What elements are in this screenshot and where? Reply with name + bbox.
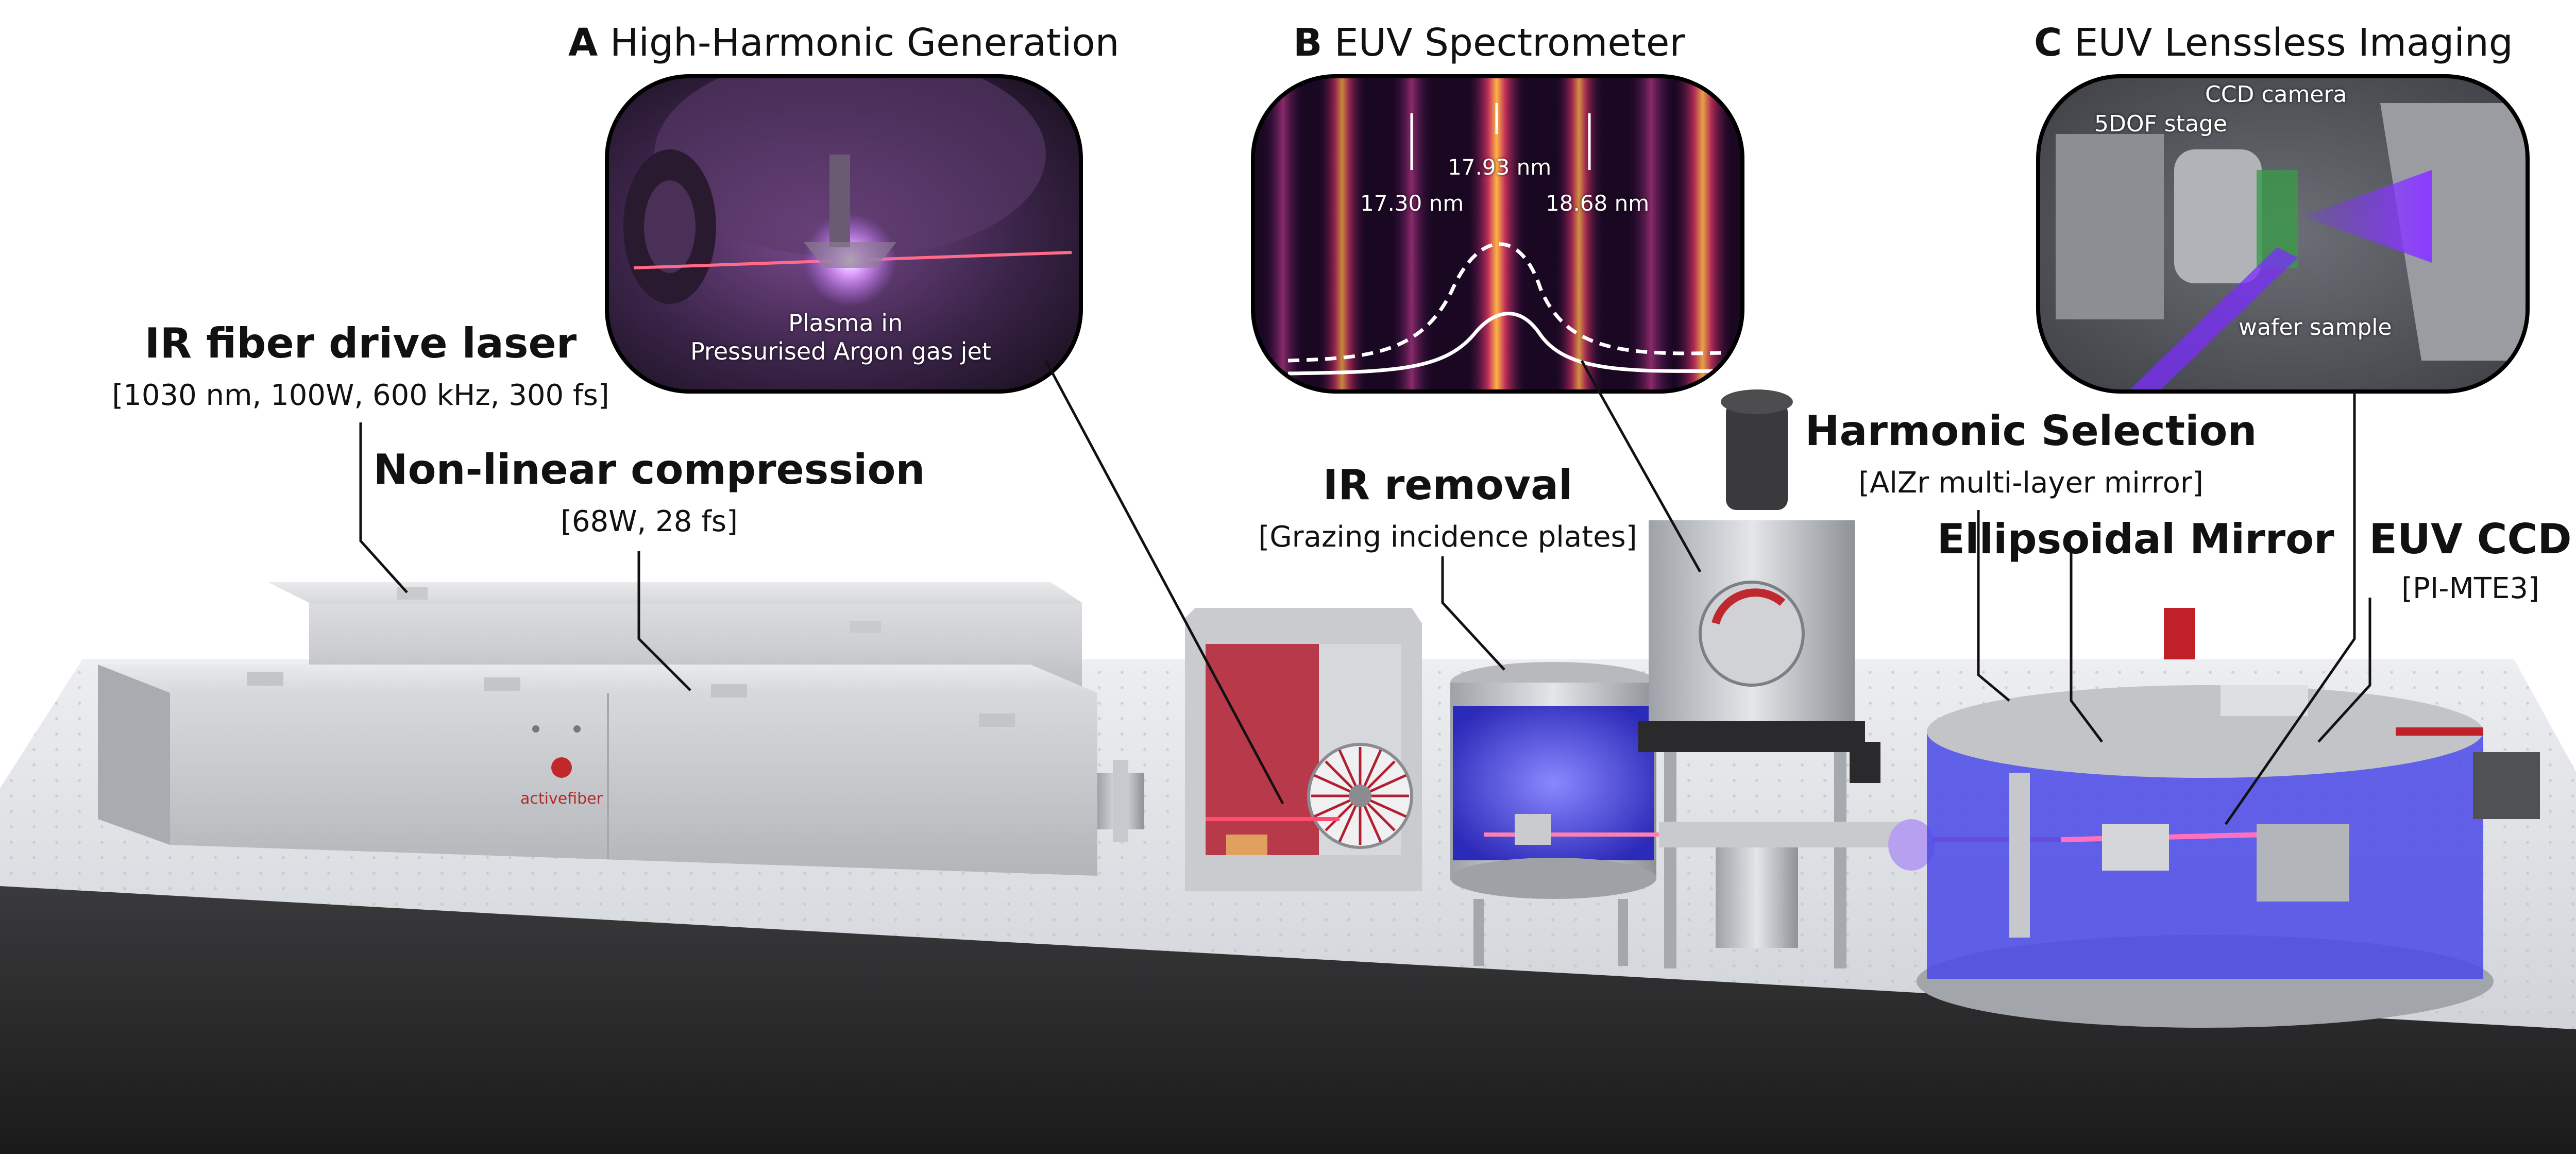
euv-ccd-specs: [PI-MTE3] xyxy=(2401,572,2539,605)
panel-b-title: B EUV Spectrometer xyxy=(1293,21,1685,65)
wavelength-center: 17.93 nm xyxy=(1448,155,1552,180)
panel-a-title: A High-Harmonic Generation xyxy=(568,21,1120,65)
compression-title: Non-linear compression xyxy=(373,446,925,494)
euv-ccd-title: EUV CCD xyxy=(2369,515,2572,563)
inset-imaging xyxy=(2036,74,2530,394)
inset-a-line2: Pressurised Argon gas jet xyxy=(690,337,991,365)
ir-removal-specs: [Grazing incidence plates] xyxy=(1258,520,1637,554)
inset-hhg xyxy=(605,74,1083,394)
inset-a-line1: Plasma in xyxy=(788,309,903,337)
ir-removal-chamber xyxy=(1450,662,1659,966)
leader-lines xyxy=(359,360,2371,825)
wavelength-right: 18.68 nm xyxy=(1546,191,1650,216)
compression-box: activefiber xyxy=(98,665,1097,876)
wafer-sample-label: wafer sample xyxy=(2239,314,2392,341)
activefiber-logo: activefiber xyxy=(520,790,603,808)
ellipsoidal-mirror-title: Ellipsoidal Mirror xyxy=(1937,515,2334,563)
harmonic-selection-title: Harmonic Selection xyxy=(1805,407,2257,455)
spectrometer-assembly xyxy=(1638,389,1880,968)
ir-laser-title: IR fiber drive laser xyxy=(144,319,577,367)
harmonic-selection-specs: [AlZr multi-layer mirror] xyxy=(1858,466,2204,500)
beam-coupler xyxy=(1097,760,1144,842)
stage-label: 5DOF stage xyxy=(2094,111,2227,137)
compression-specs: [68W, 28 fs] xyxy=(561,505,738,538)
ccd-camera-label: CCD camera xyxy=(2205,81,2347,108)
activefiber-logo-icon xyxy=(551,757,572,778)
inset-spectrometer xyxy=(1251,74,1744,394)
wavelength-left: 17.30 nm xyxy=(1360,191,1464,216)
euv-imaging-chamber xyxy=(1917,608,2540,1028)
ir-removal-title: IR removal xyxy=(1323,461,1573,509)
ir-laser-specs: [1030 nm, 100W, 600 kHz, 300 fs] xyxy=(112,379,609,412)
hhg-chamber xyxy=(1185,608,1422,891)
panel-c-title: C EUV Lenssless Imaging xyxy=(2034,21,2513,65)
